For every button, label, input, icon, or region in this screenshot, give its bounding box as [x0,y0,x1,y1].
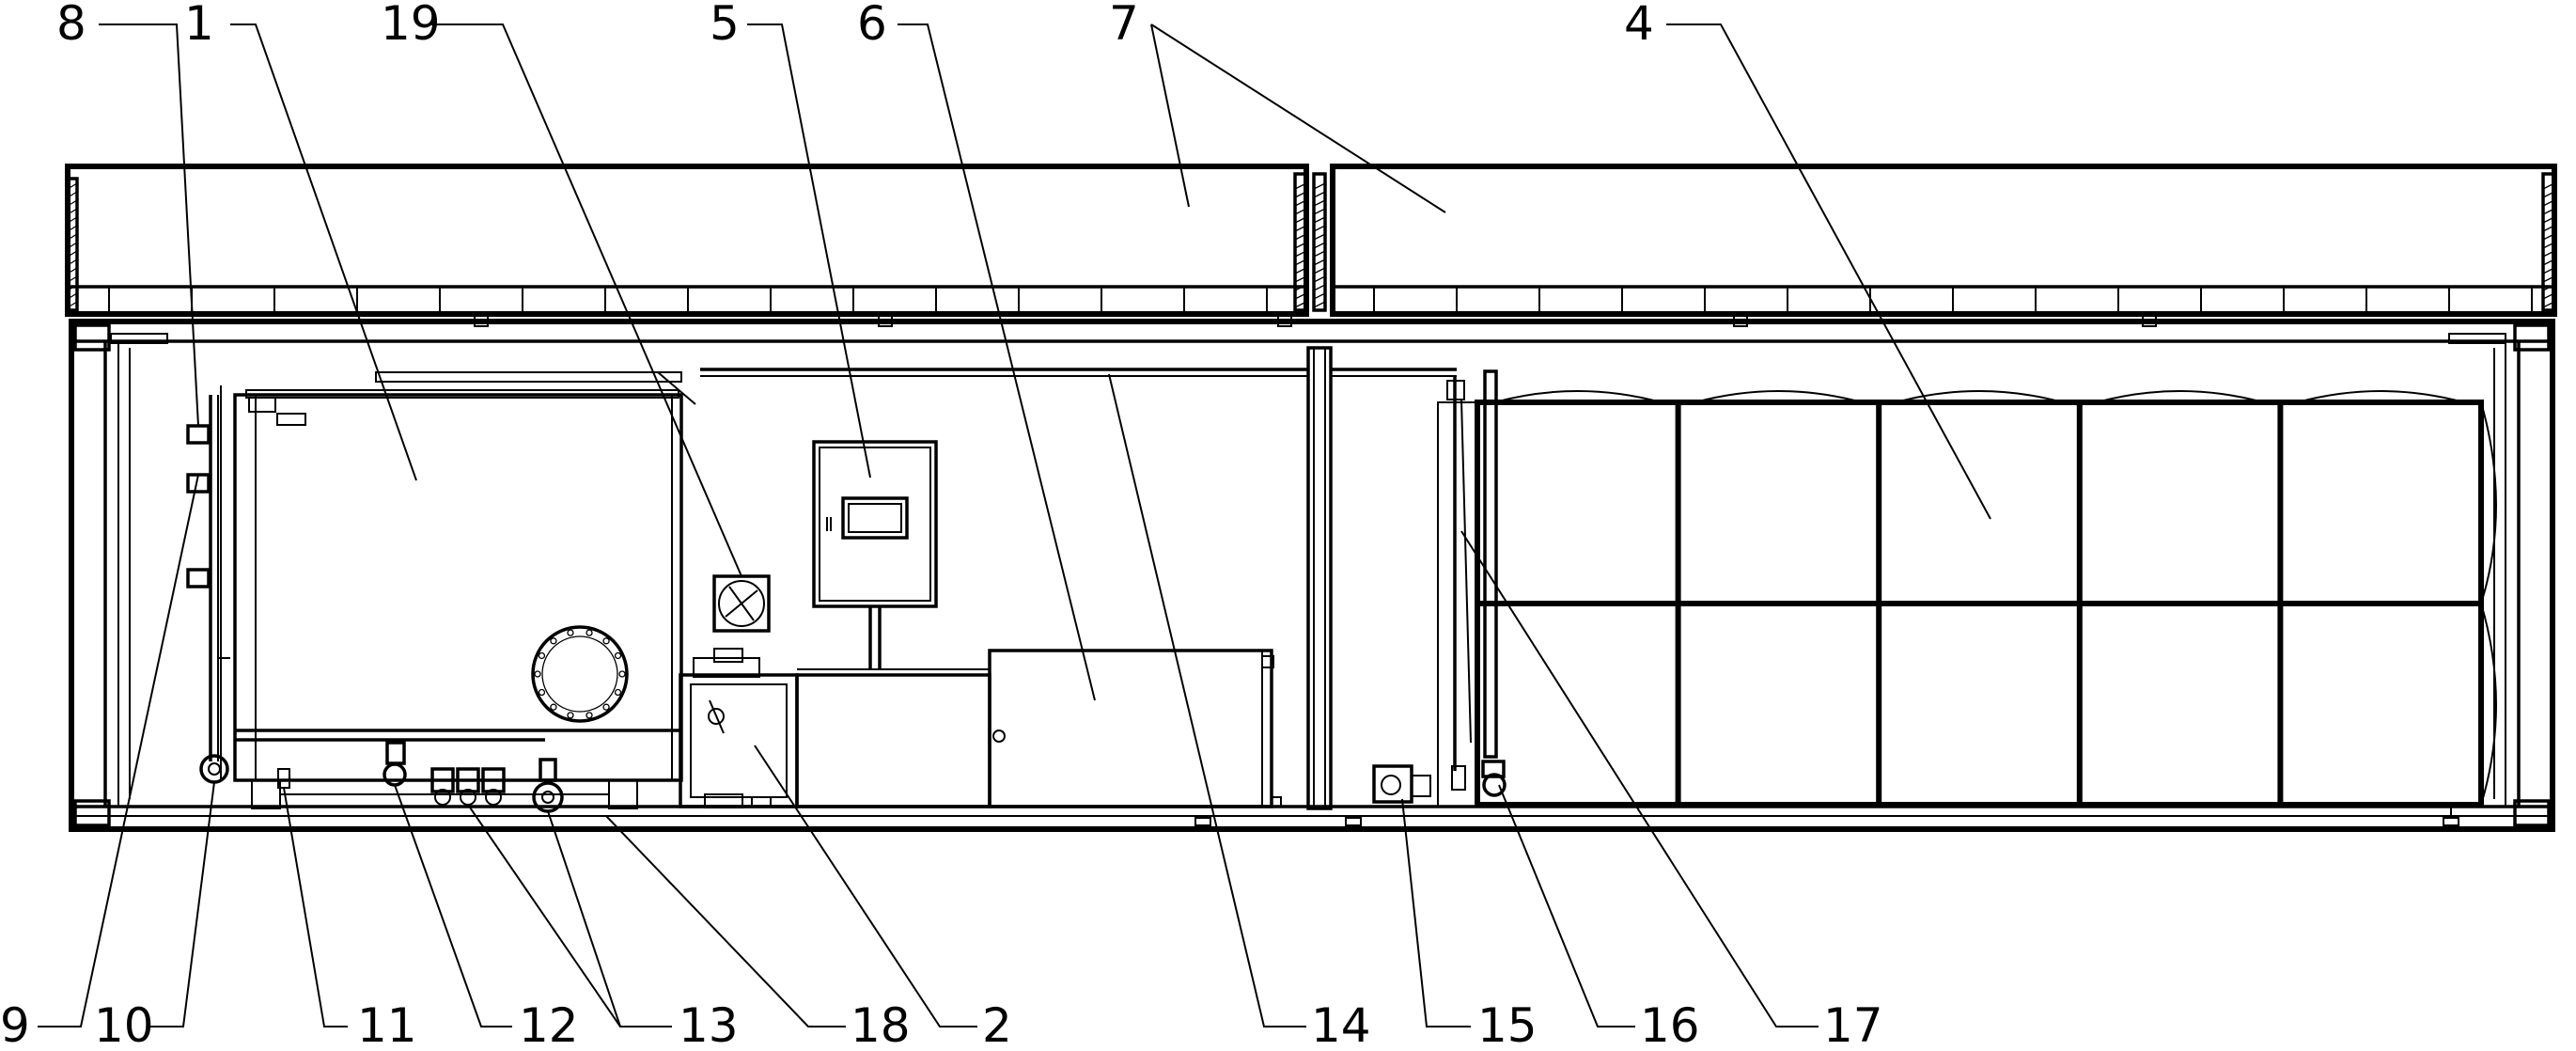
callout-labels: 8 1 19 5 6 7 4 9 10 11 12 13 18 2 14 15 … [0,0,1883,1051]
overhead-pipe [700,368,1457,377]
label-14: 14 [1311,998,1371,1051]
label-5: 5 [710,0,740,51]
label-6: 6 [857,0,887,51]
right-piping [1372,369,1507,808]
leader-lines [38,24,1991,1027]
control-panel [812,440,938,669]
label-10: 10 [94,998,154,1051]
roof-panels [65,164,2557,317]
label-9: 9 [0,998,30,1051]
label-17: 17 [1823,998,1883,1051]
container-body [69,312,2555,832]
label-4: 4 [1624,0,1654,51]
inlet-pipe-valves [186,395,230,784]
fan-unit [712,574,771,633]
label-12: 12 [519,998,579,1051]
manhole-flange [531,625,629,723]
label-16: 16 [1640,998,1700,1051]
label-18: 18 [851,998,911,1051]
label-7: 7 [1109,0,1139,51]
bottom-valves [277,741,564,813]
label-15: 15 [1477,998,1538,1051]
label-13: 13 [679,998,739,1051]
process-cabinet [795,649,1282,808]
module-array [1475,390,2497,808]
label-11: 11 [357,998,417,1051]
main-tank [220,371,696,809]
roof-hatching [67,182,2555,308]
label-8: 8 [56,0,86,51]
label-19: 19 [381,0,441,51]
label-2: 2 [982,998,1012,1051]
roof-end-caps [66,172,2556,312]
label-1: 1 [184,0,214,51]
